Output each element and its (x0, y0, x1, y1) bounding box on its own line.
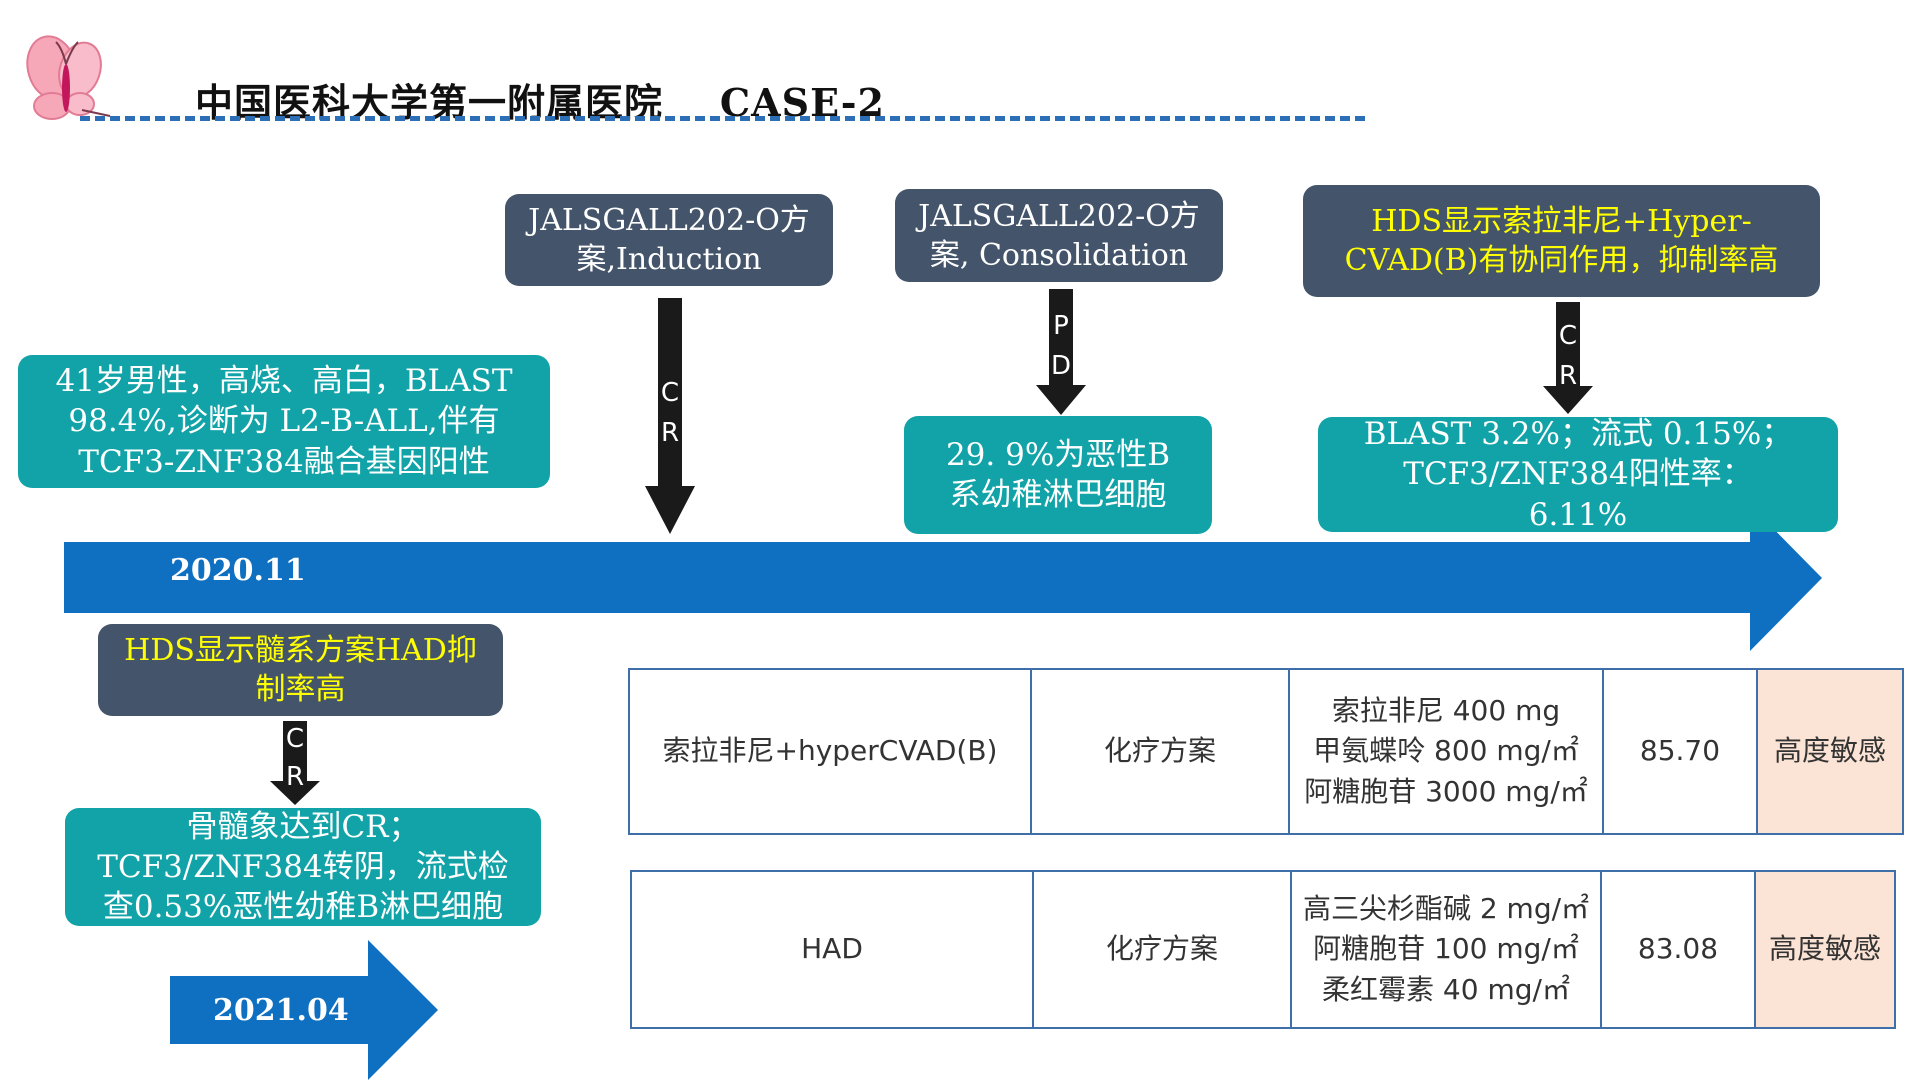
hds-had-text: HDS显示髓系方案HAD抑制率高 (124, 633, 477, 707)
arrow-down-induction (645, 298, 695, 534)
regimen-cell: 索拉非尼+hyperCVAD(B) (628, 668, 1032, 835)
arrow-down-consolidation (1036, 289, 1086, 415)
inhibition-cell: 85.70 (1602, 668, 1758, 835)
timeline-end-date: 2021.04 (213, 993, 349, 1028)
outcome-letter: R (1558, 361, 1578, 391)
drug-line: 索拉非尼 400 mg (1331, 693, 1561, 727)
arrow-down-had (270, 721, 320, 805)
timeline-arrow-end (170, 940, 438, 1080)
outcome-letter: R (660, 418, 680, 448)
outcome-letter: C (1558, 321, 1578, 351)
table-row: HAD 化疗方案 高三尖杉酯碱 2 mg/㎡ 阿糖胞苷 100 mg/㎡ 柔红霉… (630, 870, 1896, 1029)
drug-line: 柔红霉素 40 mg/㎡ (1322, 972, 1570, 1006)
marrow-cr-box: 骨髓象达到CR；TCF3/ZNF384转阴，流式检查0.53%恶性幼稚B淋巴细胞 (65, 808, 541, 926)
regimen-induction-box: JALSGALL202-O方案,Induction (505, 194, 833, 286)
drug-line: 高三尖杉酯碱 2 mg/㎡ (1302, 891, 1590, 925)
drugs-cell: 索拉非尼 400 mg 甲氨蝶呤 800 mg/㎡ 阿糖胞苷 3000 mg/㎡ (1288, 668, 1604, 835)
drug-line: 阿糖胞苷 100 mg/㎡ (1313, 932, 1579, 966)
arrow-label-induction: C R (655, 373, 685, 453)
hds-sorafenib-text: HDS显示索拉非尼+Hyper-CVAD(B)有协同作用，抑制率高 (1344, 204, 1779, 278)
arrow-down-sorafenib (1543, 302, 1593, 414)
regimen-consolidation-text: JALSGALL202-O方案, Consolidation (918, 198, 1200, 273)
outcome-letter: P (1053, 311, 1069, 341)
regimen-consolidation-box: JALSGALL202-O方案, Consolidation (895, 189, 1223, 282)
drug-line: 甲氨蝶呤 800 mg/㎡ (1313, 734, 1579, 768)
arrow-label-sorafenib: C R (1553, 316, 1583, 396)
title-dashed-divider (80, 116, 1365, 121)
diagnosis-box: 41岁男性，高烧、高白，BLAST 98.4%,诊断为 L2-B-ALL,伴有T… (18, 355, 550, 488)
diagnosis-text: 41岁男性，高烧、高白，BLAST 98.4%,诊断为 L2-B-ALL,伴有T… (55, 363, 513, 480)
marrow-cr-text: 骨髓象达到CR；TCF3/ZNF384转阴，流式检查0.53%恶性幼稚B淋巴细胞 (97, 808, 509, 926)
drug-line: 阿糖胞苷 3000 mg/㎡ (1304, 774, 1588, 808)
post-cr-result-box: BLAST 3.2%；流式 0.15%；TCF3/ZNF384阳性率：6.11% (1318, 416, 1838, 533)
timeline-arrow-main (64, 505, 1822, 651)
hds-table-had: HAD 化疗方案 高三尖杉酯碱 2 mg/㎡ 阿糖胞苷 100 mg/㎡ 柔红霉… (630, 870, 1896, 1029)
relapse-text: 29. 9%为恶性B系幼稚淋巴细胞 (945, 436, 1171, 513)
regimen-induction-text: JALSGALL202-O方案,Induction (528, 203, 810, 277)
timeline-start-date: 2020.11 (170, 553, 306, 588)
outcome-letter: C (660, 378, 680, 408)
sensitivity-cell: 高度敏感 (1754, 870, 1896, 1029)
relapse-box: 29. 9%为恶性B系幼稚淋巴细胞 (904, 416, 1212, 534)
drugs-cell: 高三尖杉酯碱 2 mg/㎡ 阿糖胞苷 100 mg/㎡ 柔红霉素 40 mg/㎡ (1290, 870, 1602, 1029)
outcome-letter: D (1050, 351, 1072, 381)
arrow-label-consolidation: P D (1046, 306, 1076, 386)
hds-had-box: HDS显示髓系方案HAD抑制率高 (98, 624, 503, 716)
post-cr-result-text: BLAST 3.2%；流式 0.15%；TCF3/ZNF384阳性率：6.11% (1363, 416, 1793, 533)
type-cell: 化疗方案 (1032, 870, 1292, 1029)
sensitivity-cell: 高度敏感 (1756, 668, 1904, 835)
arrow-label-had: C R (280, 720, 310, 796)
inhibition-cell: 83.08 (1600, 870, 1756, 1029)
hds-table-sorafenib: 索拉非尼+hyperCVAD(B) 化疗方案 索拉非尼 400 mg 甲氨蝶呤 … (628, 668, 1904, 835)
regimen-cell: HAD (630, 870, 1034, 1029)
outcome-letter: C (285, 724, 305, 754)
hds-sorafenib-box: HDS显示索拉非尼+Hyper-CVAD(B)有协同作用，抑制率高 (1303, 185, 1820, 297)
outcome-letter: R (285, 762, 305, 792)
table-row: 索拉非尼+hyperCVAD(B) 化疗方案 索拉非尼 400 mg 甲氨蝶呤 … (628, 668, 1904, 835)
type-cell: 化疗方案 (1030, 668, 1290, 835)
butterfly-logo-icon (26, 35, 111, 120)
